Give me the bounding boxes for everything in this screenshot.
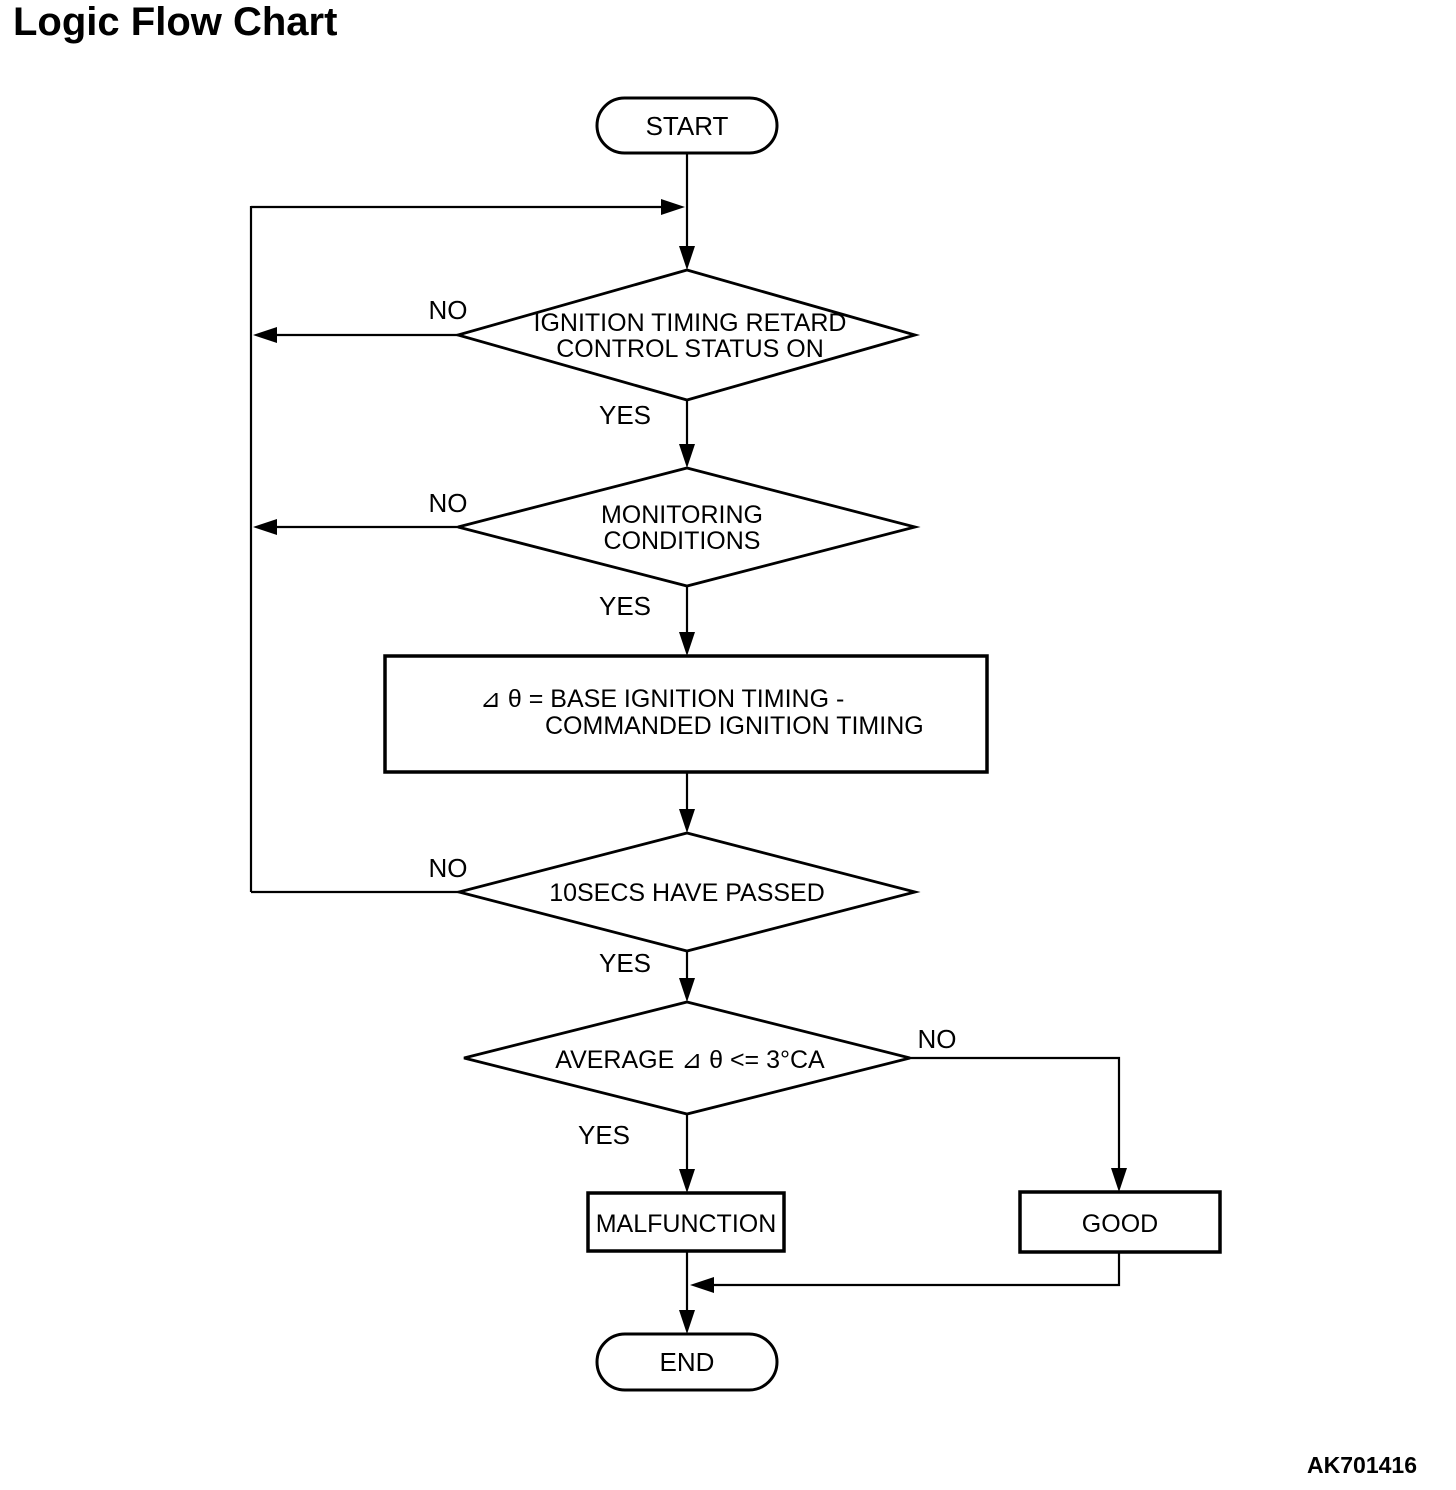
decision4-yes-label: YES <box>578 1120 630 1150</box>
node-process-delta-theta: ⊿ θ = BASE IGNITION TIMING - COMMANDED I… <box>383 654 989 774</box>
decision-average-label: AVERAGE ⊿ θ <= 3°CA <box>555 1046 825 1074</box>
start-label: START <box>646 111 729 141</box>
decision4-no-label: NO <box>918 1024 957 1054</box>
decision-10secs-label: 10SECS HAVE PASSED <box>549 879 825 907</box>
figure-code: AK701416 <box>1307 1452 1417 1478</box>
decision3-yes-label: YES <box>599 948 651 978</box>
connector-decision3-yes <box>679 951 695 1002</box>
connector-decision4-yes <box>679 1114 695 1193</box>
decision-ignition-retard-line2: CONTROL STATUS ON <box>556 335 824 363</box>
good-label: GOOD <box>1082 1210 1158 1238</box>
malfunction-label: MALFUNCTION <box>596 1210 777 1238</box>
node-end: END <box>595 1332 779 1392</box>
end-label: END <box>660 1347 715 1377</box>
node-malfunction: MALFUNCTION <box>586 1191 786 1253</box>
decision-monitoring-line1: MONITORING <box>601 501 763 529</box>
decision2-yes-label: YES <box>599 591 651 621</box>
node-decision-monitoring: MONITORING CONDITIONS <box>457 466 921 588</box>
decision2-no-label: NO <box>429 488 468 518</box>
connector-decision2-yes <box>679 586 695 656</box>
decision3-no-label: NO <box>429 853 468 883</box>
process-delta-theta-line2: COMMANDED IGNITION TIMING <box>545 712 924 740</box>
process-delta-theta-line1: ⊿ θ = BASE IGNITION TIMING - <box>480 685 844 713</box>
connector-start-to-decision1 <box>679 153 695 270</box>
connector-decision4-no <box>910 1056 1127 1192</box>
connector-loop-reentry <box>251 199 685 215</box>
connector-decision2-no <box>253 519 458 535</box>
node-decision-ignition-retard: IGNITION TIMING RETARD CONTROL STATUS ON <box>452 268 921 402</box>
decision-ignition-retard-line1: IGNITION TIMING RETARD <box>534 309 847 337</box>
connector-malfunction-to-end <box>679 1251 695 1334</box>
page-title: Logic Flow Chart <box>13 0 338 44</box>
node-good: GOOD <box>1018 1190 1222 1254</box>
decision1-yes-label: YES <box>599 400 651 430</box>
connector-decision1-yes <box>679 400 695 468</box>
node-decision-10secs: 10SECS HAVE PASSED <box>453 831 921 953</box>
decision-monitoring-line2: CONDITIONS <box>604 527 761 555</box>
node-start: START <box>595 96 779 155</box>
connectors <box>249 153 1127 1334</box>
connector-decision1-no <box>253 327 458 343</box>
node-decision-average: AVERAGE ⊿ θ <= 3°CA <box>463 1000 911 1116</box>
connector-good-merge <box>690 1252 1121 1293</box>
decision1-no-label: NO <box>429 295 468 325</box>
connector-process-to-decision3 <box>679 772 695 833</box>
